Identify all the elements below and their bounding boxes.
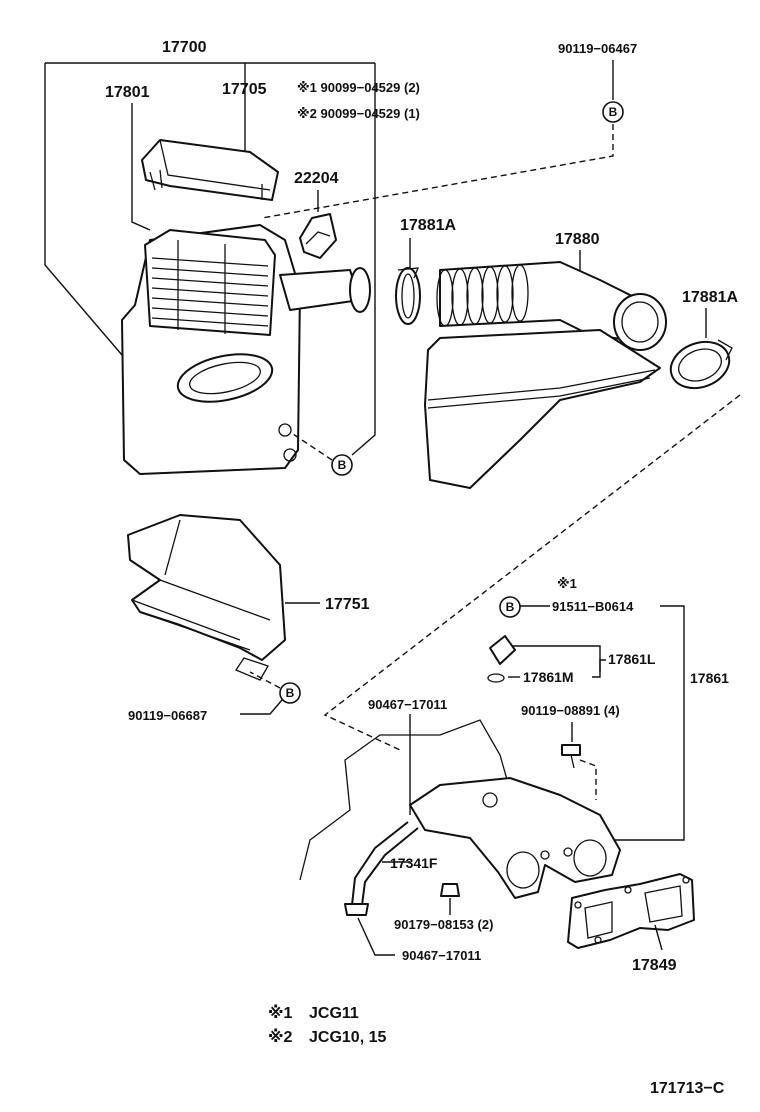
- mark1-top: ※1: [557, 576, 577, 591]
- note2-ref-label: ※2 90099−04529 (1): [297, 106, 420, 121]
- label-17801: 17801: [105, 84, 150, 101]
- label-91511-B0614: 91511−B0614: [552, 599, 634, 614]
- ref-b-circle-manifold: [499, 596, 521, 618]
- label-90467-17011-top: 90467−17011: [368, 697, 447, 712]
- label-17341F: 17341F: [390, 855, 438, 871]
- label-17861: 17861: [690, 670, 729, 686]
- cleaner-inlet: [176, 353, 274, 403]
- label-17881A-right: 17881A: [682, 289, 738, 306]
- label-22204: 22204: [294, 170, 339, 187]
- intake-manifold: [409, 777, 621, 899]
- legend-note2-text: JCG10, 15: [309, 1029, 386, 1046]
- cleaner-outlet: [279, 269, 361, 311]
- label-90119-08891: 90119−08891 (4): [521, 703, 620, 718]
- label-17861L: 17861L: [608, 651, 656, 667]
- air-duct-shape: [127, 514, 286, 661]
- legend: ※1 JCG11 ※2 JCG10, 15: [268, 1004, 386, 1046]
- note1-ref-label: ※1 90099−04529 (2): [297, 80, 420, 95]
- ref-b-text-top: B: [609, 105, 618, 119]
- ref-b-circle-cleaner: [331, 454, 353, 476]
- ref-b-circle-top: [602, 101, 624, 123]
- label-17849: 17849: [632, 957, 677, 974]
- airflow-meter-22204: 22204: [294, 170, 339, 259]
- label-17705: 17705: [222, 81, 267, 98]
- label-90119-06467: 90119−06467: [558, 41, 637, 56]
- label-17700: 17700: [162, 39, 207, 56]
- ref-b-text-duct: B: [286, 686, 295, 700]
- ref-b-circle-duct: [279, 682, 301, 704]
- ref-b-text-manifold: B: [506, 600, 515, 614]
- legend-note1-text: JCG11: [309, 1005, 359, 1022]
- label-17861M: 17861M: [523, 669, 574, 685]
- manifold-gasket: [567, 873, 695, 949]
- label-17881A-left: 17881A: [400, 217, 456, 234]
- vacuum-hose: [351, 821, 409, 906]
- intake-manifold-group: ※1 B 91511−B0614 17861M 17861L 17861 904…: [299, 576, 729, 974]
- label-90179-08153: 90179−08153 (2): [394, 917, 493, 932]
- air-duct-17751: 17751 B 90119−06687: [127, 514, 370, 723]
- hose-clamp-left: [395, 267, 421, 325]
- legend-note1-mark: ※1: [268, 1004, 293, 1022]
- intake-hose-group: 17881A 17880 17881A: [395, 217, 738, 489]
- label-90467-17011-bottom: 90467−17011: [402, 948, 481, 963]
- air-cleaner-assembly: 17700 17801 17705 ※1 90099−04529 (2) ※2 …: [44, 39, 420, 475]
- diagram-id: 171713−C: [650, 1080, 725, 1097]
- label-90119-06687: 90119−06687: [128, 708, 207, 723]
- resonator: [424, 329, 661, 489]
- legend-note2-mark: ※2: [268, 1028, 293, 1046]
- label-17751: 17751: [325, 596, 370, 613]
- label-17880: 17880: [555, 231, 600, 248]
- filter-cap-shape: [141, 139, 279, 201]
- ref-b-text-cleaner: B: [338, 458, 347, 472]
